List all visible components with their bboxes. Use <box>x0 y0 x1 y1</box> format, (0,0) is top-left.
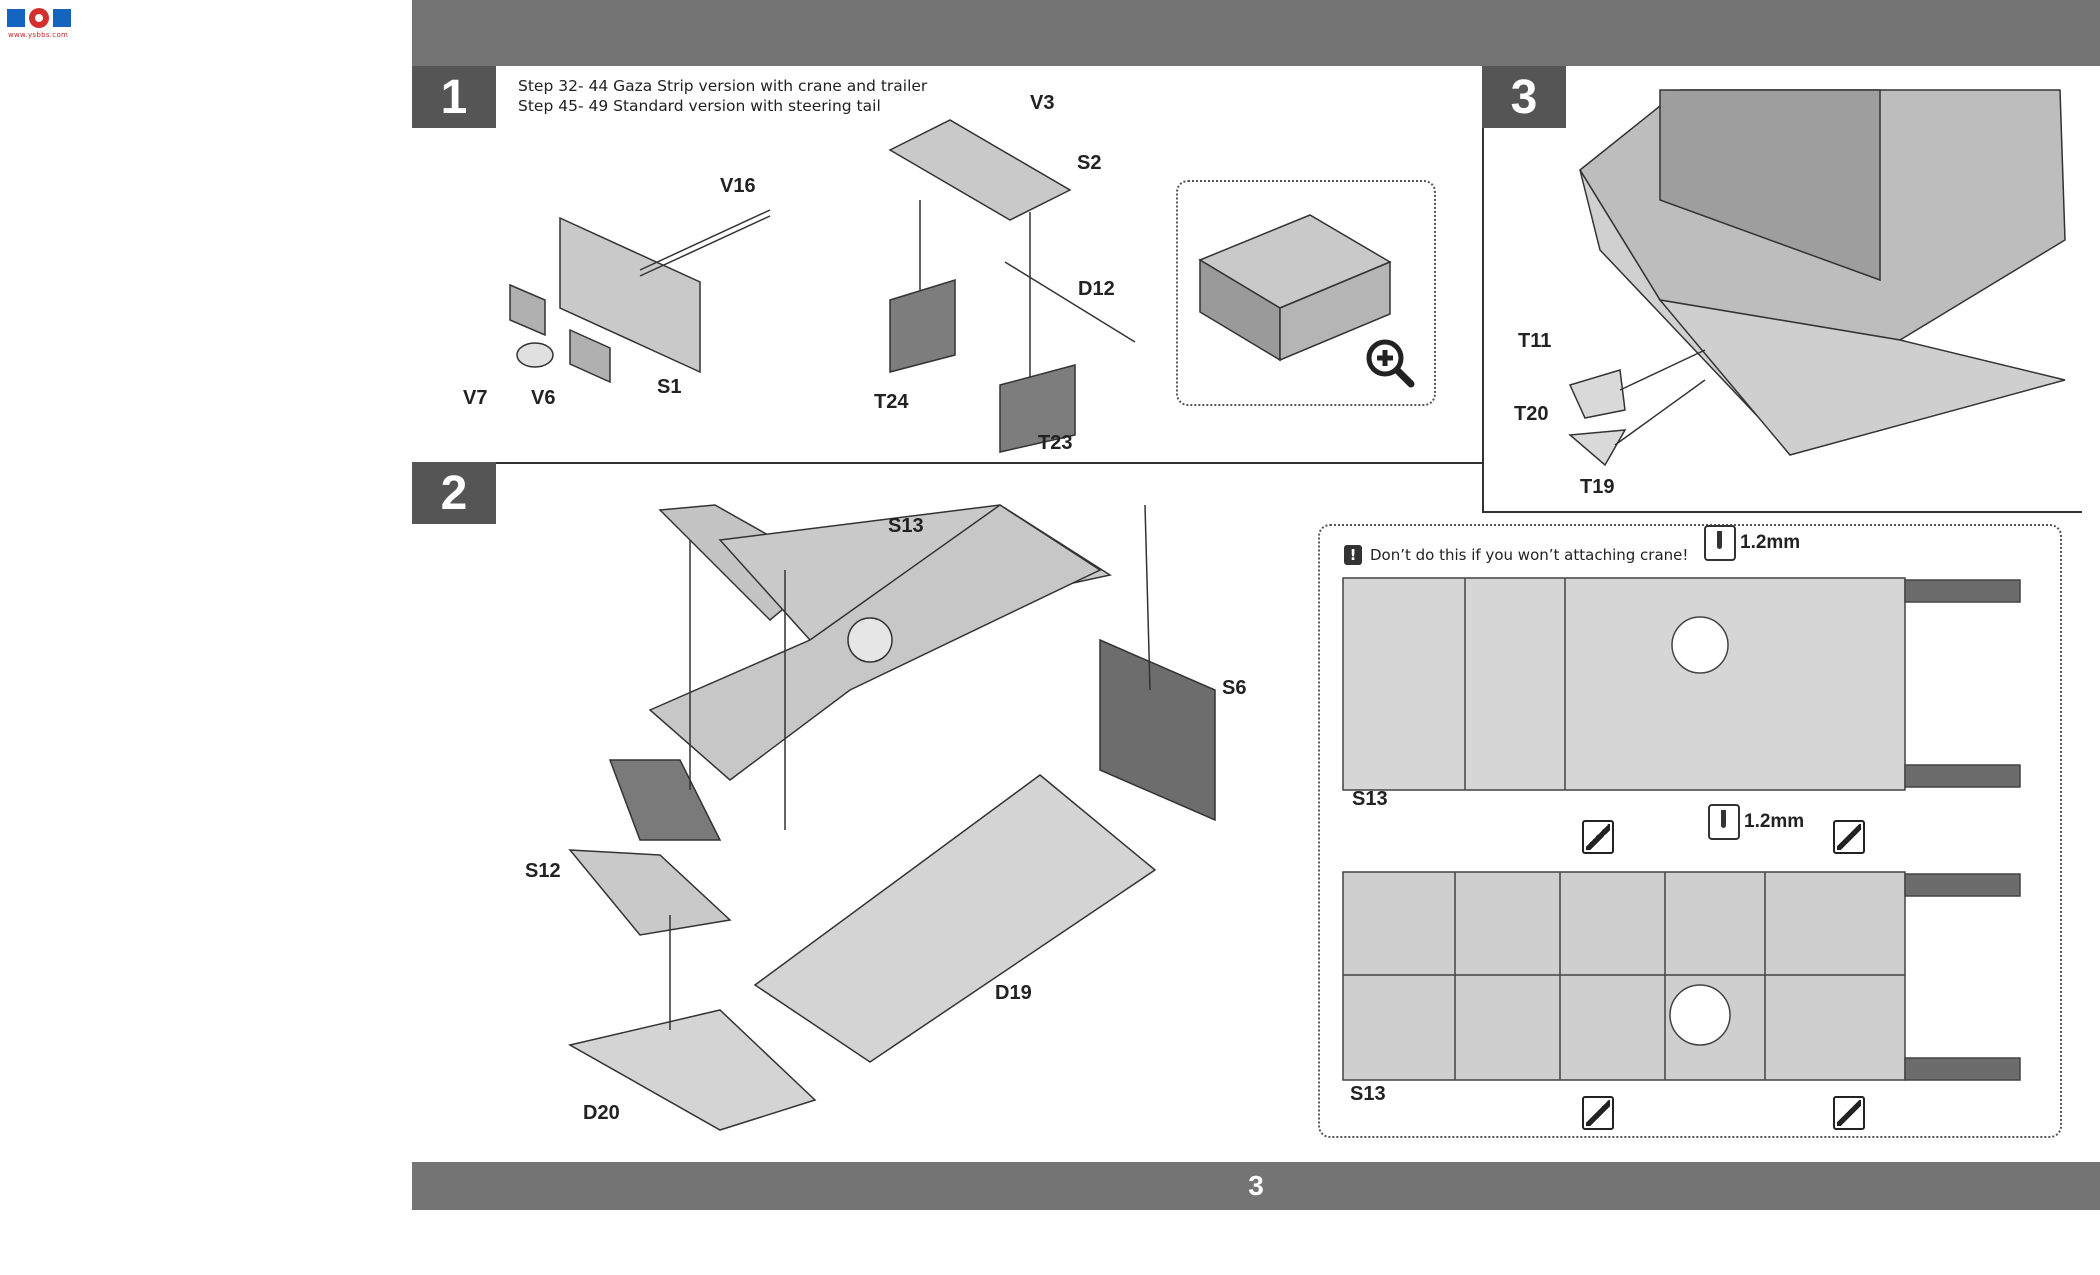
part-s1-drawing <box>509 209 771 384</box>
step1-note-line2: Step 45- 49 Standard version with steeri… <box>518 97 881 115</box>
zoom-detail-box <box>1176 180 1436 406</box>
bend-icon <box>1582 1096 1614 1130</box>
divider-step1-bottom <box>412 462 1484 464</box>
bend-icon <box>1582 820 1614 854</box>
label-s13-bottom-plate: S13 <box>1350 1083 1386 1105</box>
header-bar <box>412 0 2100 66</box>
label-v16: V16 <box>720 175 756 197</box>
label-s13: S13 <box>888 515 924 537</box>
crane-detail-box <box>1318 524 2062 1138</box>
step2-assembly-drawing <box>567 504 1216 1131</box>
step1-note: Step 32- 44 Gaza Strip version with cran… <box>518 76 927 116</box>
label-v3: V3 <box>1030 92 1055 114</box>
drill-note-top: 1.2mm <box>1704 525 1800 561</box>
divider-step3-left <box>1482 66 1484 512</box>
label-t11: T11 <box>1518 330 1552 352</box>
label-s6: S6 <box>1222 677 1247 699</box>
label-d20: D20 <box>583 1102 620 1124</box>
label-s13-top-plate: S13 <box>1352 788 1388 810</box>
logo-icon <box>7 8 71 28</box>
crane-warning: ! Don’t do this if you won’t attaching c… <box>1344 545 1688 565</box>
zoom-detail-drawing <box>1198 214 1392 362</box>
label-s1: S1 <box>657 376 682 398</box>
label-t24: T24 <box>874 391 909 413</box>
detail-top-plate <box>1342 577 2021 791</box>
label-d12: D12 <box>1078 278 1115 300</box>
page-number: 3 <box>412 1162 2100 1210</box>
step-number-1: 1 <box>412 66 496 128</box>
drill-size-bottom: 1.2mm <box>1744 811 1805 832</box>
part-s2-drawing <box>888 119 1136 453</box>
site-logo: www.ysbbs.com <box>6 6 72 39</box>
label-d19: D19 <box>995 982 1032 1004</box>
bend-icon <box>1833 820 1865 854</box>
label-t23: T23 <box>1038 432 1073 454</box>
zoom-in-icon <box>1366 339 1415 388</box>
label-v7: V7 <box>463 387 488 409</box>
label-s2: S2 <box>1077 152 1102 174</box>
bend-icon <box>1833 1096 1865 1130</box>
label-t19: T19 <box>1580 476 1615 498</box>
step-number-3: 3 <box>1482 66 1566 128</box>
warning-icon: ! <box>1344 545 1362 565</box>
label-s12: S12 <box>525 860 561 882</box>
label-v6: V6 <box>531 387 556 409</box>
drill-icon <box>1708 804 1740 840</box>
drill-size-top: 1.2mm <box>1740 532 1801 553</box>
label-t20: T20 <box>1514 403 1549 425</box>
step1-note-line1: Step 32- 44 Gaza Strip version with cran… <box>518 77 928 95</box>
divider-step3-bottom <box>1482 511 2082 513</box>
warning-text: Don’t do this if you won’t attaching cra… <box>1370 546 1689 564</box>
detail-bottom-plate <box>1342 871 2021 1081</box>
logo-url: www.ysbbs.com <box>8 31 69 39</box>
step3-hull-drawing <box>1568 89 2066 467</box>
drill-note-bottom: 1.2mm <box>1708 804 1804 840</box>
step-number-2: 2 <box>412 462 496 524</box>
drill-icon <box>1704 525 1736 561</box>
